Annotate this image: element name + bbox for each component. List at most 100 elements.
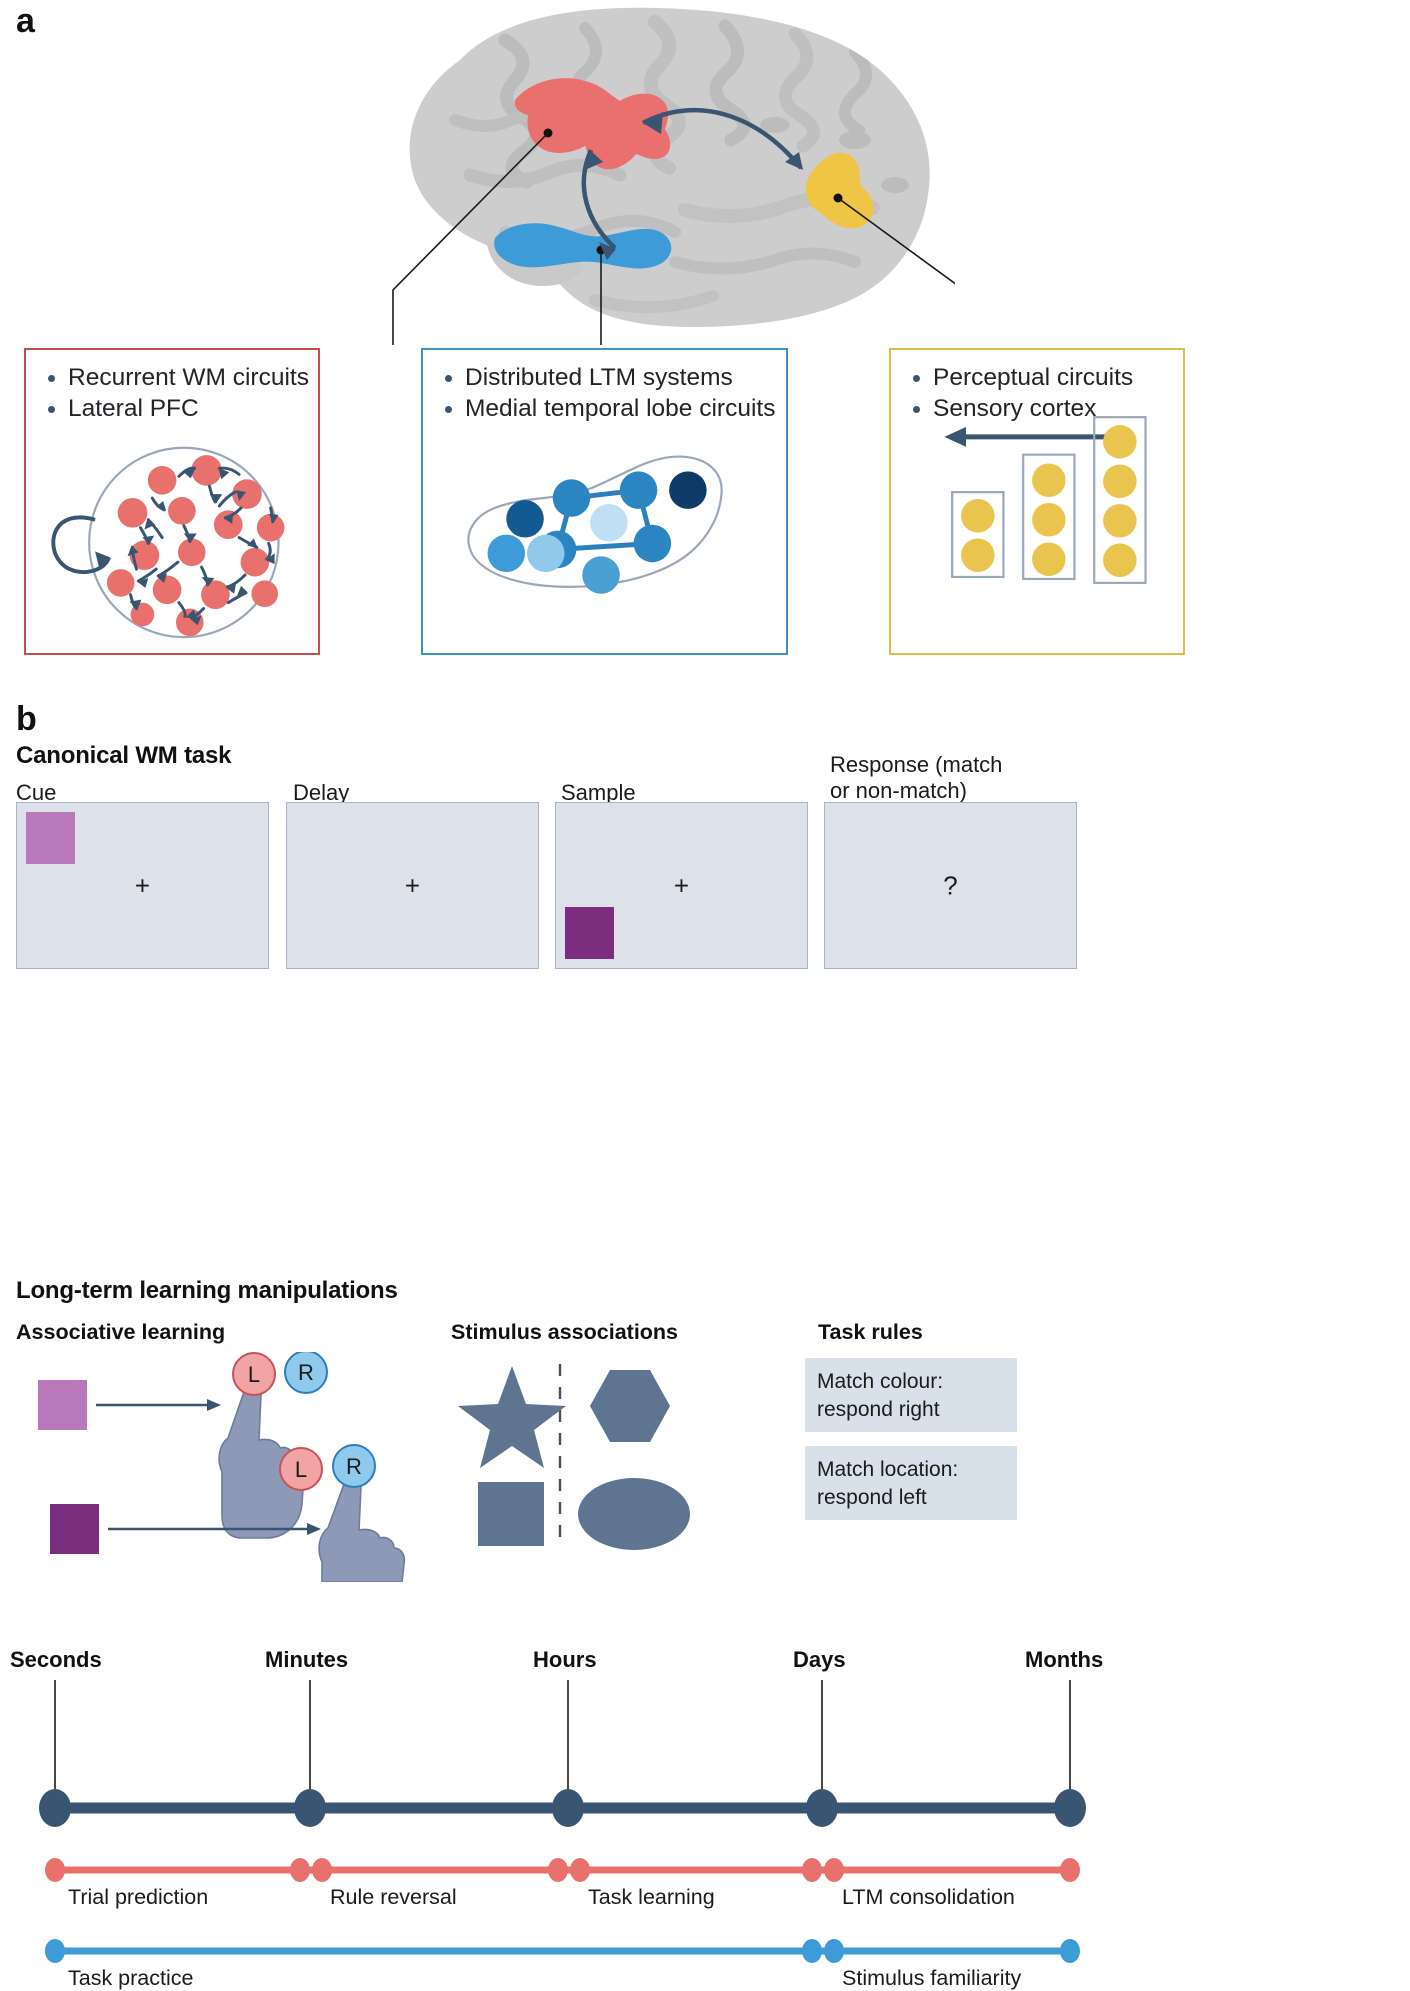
associative-learning-svg: L R L R [38,1350,406,1583]
task-rules-title: Task rules [818,1320,923,1344]
node-mid [538,530,577,569]
timeline-tick-hours: Hours [533,1647,597,1672]
stage-label-cue: Cue [16,780,57,805]
panel-recurrent-wm: Recurrent WM circuits Lateral PFC [24,348,320,655]
task-rule-1-text: Match colour: respond right [817,1370,944,1421]
button-R-label-row1: R [298,1360,314,1385]
hand-pressing-right [318,1476,406,1583]
sample-colour-square [565,907,614,959]
task-rule-match-location: Match location: respond left [805,1446,1017,1520]
timeline-leader-lines [54,1680,1071,1794]
mtl-outline [467,455,723,588]
stimulus-screen-response: ? [824,802,1077,969]
column-large [1093,416,1147,584]
panel-a-label: a [16,2,35,40]
blue-segment-stimulus-familiarity: Stimulus familiarity [842,1966,1022,1990]
arrowhead-up-pfc [585,150,603,170]
red-segment-rule-reversal: Rule reversal [330,1885,457,1909]
node-blue [582,556,620,594]
self-loop-arrow [51,515,111,575]
timeline-tick-seconds: Seconds [10,1647,102,1672]
node-light [590,503,628,542]
node-mid [633,524,672,563]
canonical-wm-task-title: Canonical WM task [16,742,232,769]
region-sensory-cortex [805,152,874,229]
response-question-mark: ? [943,870,958,900]
cue-colour-square [26,812,75,864]
stimulus-screen-delay: + [286,802,539,969]
brain-illustration [255,0,1006,348]
red-segment-trial-prediction: Trial prediction [68,1885,209,1909]
stage-label-sample: Sample [561,780,636,805]
node-mid [619,471,658,509]
timeline-svg [39,1680,1086,1963]
bullet-recurrent-wm: Recurrent WM circuits [44,362,309,393]
arrowhead-to-sensory [785,152,803,170]
blue-segment-task-practice: Task practice [68,1966,194,1990]
brain-svg [392,7,1006,348]
fixation-cross-cue: + [134,870,151,900]
red-segment-task-learning: Task learning [588,1885,715,1909]
button-R-row2[interactable] [332,1444,376,1488]
assoc-arrowhead-1 [207,1399,221,1411]
stimulus-screen-cue: + [16,802,269,969]
timeline-tick-minutes: Minutes [265,1647,349,1672]
bullet-perceptual-circuits: Perceptual circuits [909,362,1133,393]
shape-hexagon [590,1370,670,1442]
fixation-cross-delay: + [404,870,421,900]
stimulus-shapes-svg [458,1364,690,1550]
button-L-label-row2: L [295,1457,307,1482]
assoc-square-dark-purple [50,1504,99,1554]
blue-track-nodes [45,1939,1080,1963]
button-L-label-row1: L [248,1362,260,1387]
button-L-row1[interactable] [232,1352,276,1396]
stimulus-screen-sample: + [555,802,808,969]
region-medial-temporal-lobe [494,223,672,269]
timeline-graphic [0,1680,1120,1964]
arrowhead-to-pfc [643,112,663,134]
leader-line-pfc [392,132,549,348]
bullet-mtl-circuits: Medial temporal lobe circuits [441,393,775,424]
node-pale [527,534,565,573]
bullet-sensory-cortex: Sensory cortex [909,393,1133,424]
timeline-tick-days: Days [793,1647,846,1672]
column-small [951,491,1005,579]
stage-label-delay: Delay [293,780,350,805]
associative-learning-title: Associative learning [16,1320,226,1344]
panel-ltm-systems: Distributed LTM systems Medial temporal … [421,348,788,655]
button-L-row2[interactable] [279,1447,323,1491]
task-rule-2-text: Match location: respond left [817,1458,959,1509]
bullet-distributed-ltm: Distributed LTM systems [441,362,775,393]
associative-learning-diagram: L R L R [16,1350,416,1583]
neuron-nodes [106,455,285,637]
shape-ellipse [578,1478,690,1550]
red-segment-ltm-consolidation: LTM consolidation [842,1885,1015,1909]
node-mid [552,479,591,517]
blue-box-bullets: Distributed LTM systems Medial temporal … [441,362,775,424]
stimulus-associations-title: Stimulus associations [451,1320,679,1344]
panel-perceptual-circuits: Perceptual circuits Sensory cortex [889,348,1185,655]
yellow-box-bullets: Perceptual circuits Sensory cortex [909,362,1133,424]
button-R-label-row2: R [346,1454,362,1479]
ltm-nodes [487,471,707,594]
long-term-learning-title: Long-term learning manipulations [16,1277,398,1304]
red-track-nodes [45,1858,1080,1882]
assoc-arrowhead-2 [307,1523,321,1535]
node-blue [487,534,526,573]
task-rule-match-colour: Match colour: respond right [805,1358,1017,1432]
stage-label-response: Response (match or non-match) [830,752,1003,803]
arrowhead-down-mtl [599,242,616,260]
region-lateral-pfc [514,78,671,170]
fixation-cross-sample: + [673,870,690,900]
panel-b-label: b [16,700,37,738]
network-boundary [88,446,280,639]
bullet-lateral-pfc: Lateral PFC [44,393,309,424]
red-box-bullets: Recurrent WM circuits Lateral PFC [44,362,309,424]
hierarchy-arrowhead [944,427,966,447]
assoc-square-light-purple [38,1380,87,1430]
self-loop-arrowhead [95,551,110,568]
recurrent-arrows [129,466,275,620]
node-darkest [669,471,707,509]
shape-square [478,1482,544,1546]
shape-star [458,1366,566,1468]
